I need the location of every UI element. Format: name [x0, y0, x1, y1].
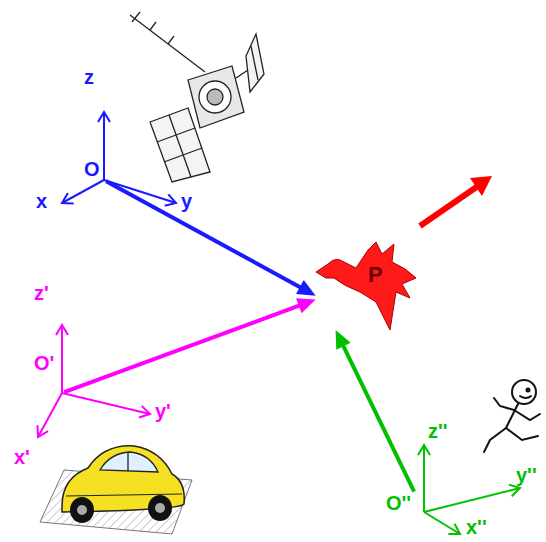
axes-frame-o [62, 112, 176, 206]
point-label: P [368, 262, 383, 287]
axis-label: x' [14, 446, 30, 469]
axis-label: z [84, 66, 94, 89]
axis-label: y [181, 190, 192, 213]
vector-line [106, 181, 305, 290]
axis-label: z'' [428, 420, 448, 443]
axis-label: z' [34, 282, 49, 305]
origin-label: O' [30, 350, 64, 395]
position-vector [106, 181, 316, 295]
bird-point: P [316, 242, 416, 330]
origin-label: O'' [384, 492, 426, 516]
point-label: O' [34, 352, 54, 375]
arrowhead [336, 330, 351, 350]
axis-label: x [36, 190, 47, 213]
vector-line [64, 304, 304, 392]
car [40, 446, 192, 534]
position-vector [336, 330, 415, 492]
axis-label: x'' [466, 516, 487, 539]
point-label: O [84, 158, 100, 181]
point-label: O'' [386, 492, 411, 515]
axis-label: y'' [516, 464, 537, 487]
position-vector [64, 298, 316, 392]
velocity-arrow [420, 176, 492, 226]
arrowhead [296, 298, 316, 313]
running-man [484, 380, 540, 452]
origin-label: O [82, 158, 106, 182]
axis-label: y' [155, 400, 171, 423]
vector-line [341, 341, 414, 492]
bird-shape [316, 242, 416, 330]
arrowhead [296, 280, 316, 296]
satellite [130, 12, 264, 182]
